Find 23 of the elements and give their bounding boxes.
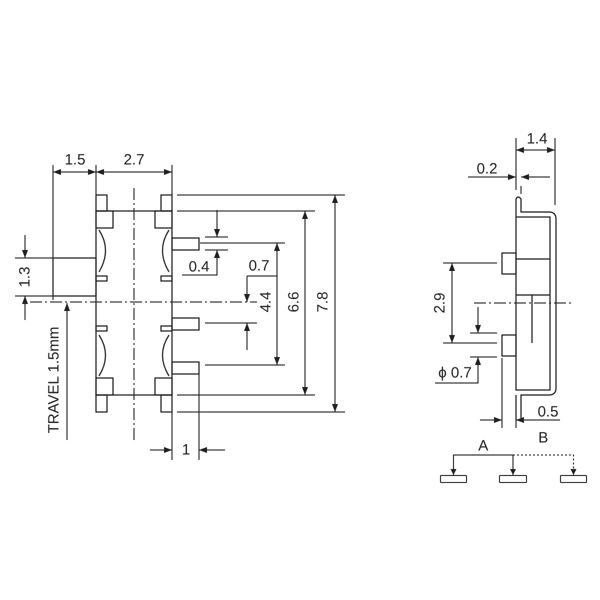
dimension-label: 0.7: [248, 258, 270, 274]
dimension-label: 1.4: [526, 132, 548, 146]
dimension-label: 2.9: [432, 292, 448, 314]
dimension-label: ϕ 0.7: [438, 366, 472, 380]
dimension-label: 0.4: [188, 260, 210, 274]
dimension-label: TRAVEL 1.5mm: [46, 326, 62, 434]
dimension-label: 6.6: [286, 292, 302, 312]
connector-arrow: [512, 454, 576, 476]
dimension-label: 2.7: [124, 152, 144, 168]
dimension-label: 7.8: [316, 292, 330, 312]
connector-arrow: [450, 454, 514, 476]
edge-label: B: [538, 430, 548, 446]
dimension-label: 4.4: [258, 292, 274, 312]
solder-pad: [560, 475, 587, 483]
dimension-label: 1.5: [64, 152, 86, 168]
dimension-label: 0.5: [538, 404, 558, 420]
connector-arrow: [510, 454, 516, 476]
dimension-label: 1: [182, 442, 190, 458]
dimension-label: 1.3: [18, 266, 32, 288]
solder-pad: [440, 475, 467, 483]
solder-pad: [499, 475, 527, 483]
edge-label: A: [478, 438, 488, 454]
dimension-label: 0.2: [476, 162, 498, 176]
